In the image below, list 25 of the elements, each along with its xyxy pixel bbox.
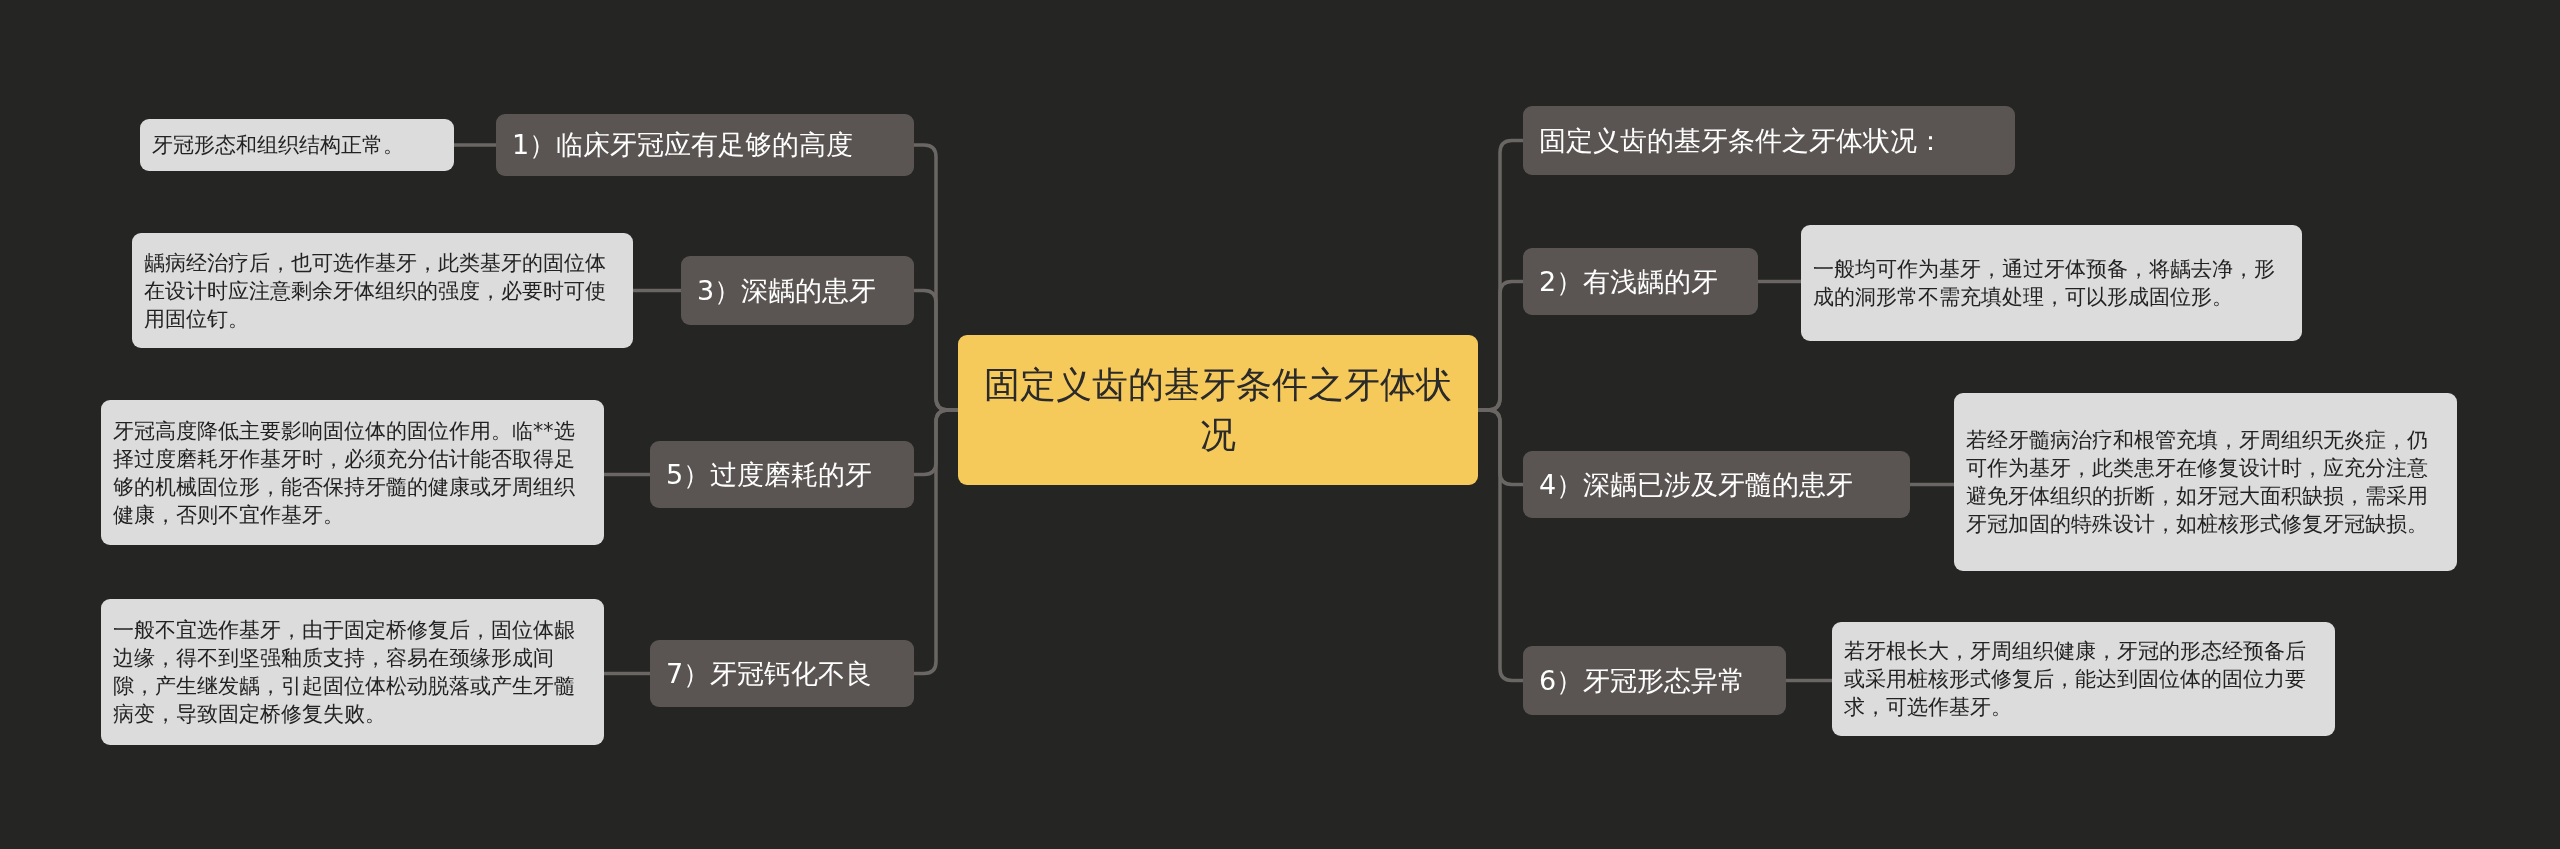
connector bbox=[1478, 408, 1523, 683]
branch-box: 2）有浅龋的牙 bbox=[1523, 248, 1758, 315]
note-box: 牙冠高度降低主要影响固位体的固位作用。临**选择过度磨耗牙作基牙时，必须充分估计能否取得足够的机械固位形，能否保持牙髓的健康或牙周组织健康，否则不宜作基牙。 bbox=[101, 400, 604, 545]
connector bbox=[1786, 678, 1832, 683]
branch-box: 4）深龋已涉及牙髓的患牙 bbox=[1523, 451, 1910, 518]
topic-box: 固定义齿的基牙条件之牙体状况 bbox=[958, 335, 1478, 485]
branch-box: 1）临床牙冠应有足够的高度 bbox=[496, 114, 914, 176]
connector bbox=[604, 472, 650, 477]
note-box: 若经牙髓病治疗和根管充填，牙周组织无炎症，仍可作为基牙，此类患牙在修复设计时，应充分注意避免牙体组织的折断，如牙冠大面积缺损，需采用牙冠加固的特殊设计，如桩核形式修复牙冠缺损。 bbox=[1954, 393, 2457, 571]
connector bbox=[604, 671, 650, 676]
branch-box: 3）深龋的患牙 bbox=[681, 256, 914, 325]
note-box: 若牙根长大，牙周组织健康，牙冠的形态经预备后或采用桩核形式修复后，能达到固位体的固位力要求，可选作基牙。 bbox=[1832, 622, 2335, 736]
connector bbox=[1910, 482, 1954, 487]
note-box: 龋病经治疗后，也可选作基牙，此类基牙的固位体在设计时应注意剩余牙体组织的强度，必要时可使用固位钉。 bbox=[132, 233, 633, 348]
note-box: 一般不宜选作基牙，由于固定桥修复后，固位体龈边缘，得不到坚强釉质支持，容易在颈缘形成间隙，产生继发龋，引起固位体松动脱落或产生牙髓病变，导致固定桥修复失败。 bbox=[101, 599, 604, 745]
connector bbox=[1758, 279, 1801, 284]
connector bbox=[914, 408, 958, 676]
connector bbox=[454, 143, 496, 147]
branch-box: 7）牙冠钙化不良 bbox=[650, 640, 914, 707]
note-box: 牙冠形态和组织结构正常。 bbox=[140, 119, 454, 171]
branch-box: 6）牙冠形态异常 bbox=[1523, 646, 1786, 715]
note-box: 一般均可作为基牙，通过牙体预备，将龋去净，形成的洞形常不需充填处理，可以形成固位形。 bbox=[1801, 225, 2302, 341]
branch-box: 5）过度磨耗的牙 bbox=[650, 441, 914, 508]
connector bbox=[633, 288, 681, 293]
branch-box: 固定义齿的基牙条件之牙体状况： bbox=[1523, 106, 2015, 175]
